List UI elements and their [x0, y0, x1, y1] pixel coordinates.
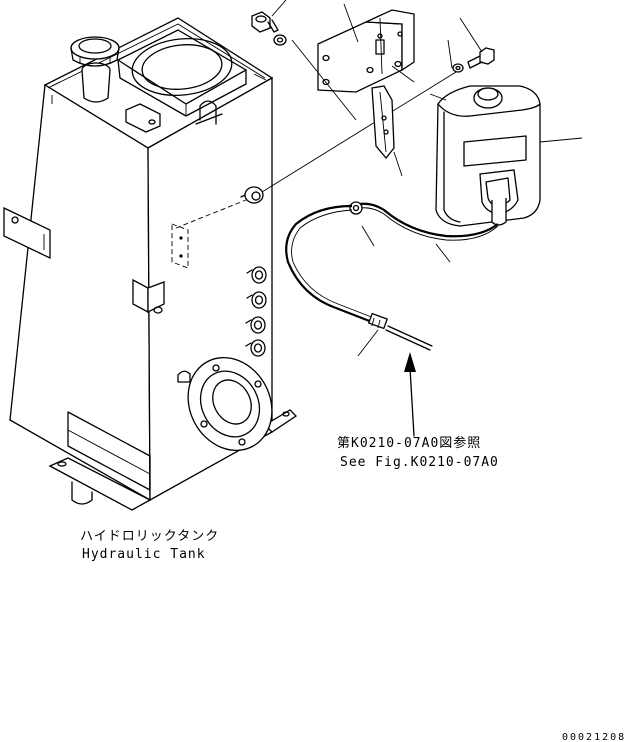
filler-neck: [70, 36, 120, 103]
port-fittings: [245, 266, 267, 357]
hydraulic-tank: [3, 17, 298, 511]
suction-flange: [187, 356, 273, 452]
callout-leaders: [271, 0, 583, 357]
tank-label-jp: ハイドロリックタンク: [80, 529, 220, 544]
breather-hose: [285, 201, 499, 351]
reference-arrow: [404, 352, 416, 437]
reference-label-en: See Fig.K0210-07A0: [340, 455, 499, 470]
mounting-bracket: [317, 9, 415, 93]
bracket-strip: [371, 85, 395, 160]
bolt-upper-left: [251, 11, 279, 33]
tank-label-en: Hydraulic Tank: [82, 547, 206, 562]
mounting-boss: [240, 186, 264, 204]
top-cover: [116, 29, 248, 117]
bolt-upper-right: [467, 47, 495, 69]
washer-upper-left: [273, 34, 287, 46]
washer-upper-right: [452, 63, 464, 73]
reference-label-jp: 第K0210-07A0図参照: [337, 436, 482, 451]
drawing-number: 00021208: [562, 732, 627, 742]
reserve-tank: [435, 85, 541, 227]
